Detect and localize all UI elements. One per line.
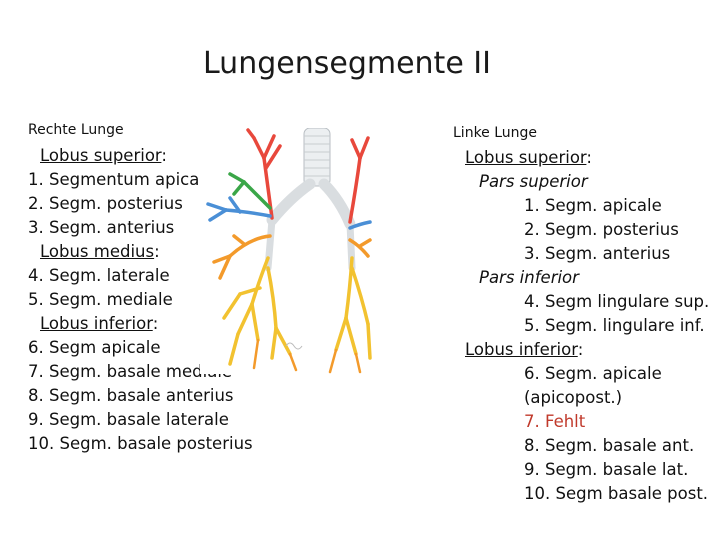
right-lung-list: Lobus superior: 1. Segmentum apicale 2. … [28,144,253,456]
right-item-2: 2. Segm. posterius [28,194,183,213]
left-lobus-superior: Lobus superior: [465,148,592,167]
left-pars-inferior: Pars inferior [479,268,579,287]
left-item-7: 7. Fehlt [524,412,586,431]
left-item-4: 4. Segm lingulare sup. [524,292,710,311]
left-item-8: 8. Segm. basale ant. [524,436,695,455]
slide-title: Lungensegmente II [203,46,492,81]
left-item-3: 3. Segm. anterius [524,244,671,263]
right-item-5: 5. Segm. mediale [28,290,173,309]
left-pars-superior: Pars superior [479,172,588,191]
right-lobus-superior: Lobus superior: [40,146,167,165]
left-item-6: 6. Segm. apicale [524,364,662,383]
left-lung-list: Lobus superior: Pars superior 1. Segm. a… [465,146,709,506]
left-lobus-inferior: Lobus inferior: [465,340,584,359]
left-item-10: 10. Segm basale post. [524,484,709,503]
right-item-7: 7. Segm. basale mediale [28,362,233,381]
left-item-1: 1. Segm. apicale [524,196,662,215]
left-item-2: 2. Segm. posterius [524,220,679,239]
right-item-9: 9. Segm. basale laterale [28,410,229,429]
right-item-3: 3. Segm. anterius [28,218,175,237]
right-lobus-medius: Lobus medius: [40,242,160,261]
right-item-4: 4. Segm. laterale [28,266,170,285]
right-lung-heading: Rechte Lunge [28,122,124,138]
bronchial-tree-illustration [200,128,372,374]
right-lobus-inferior: Lobus inferior: [40,314,159,333]
left-item-5: 5. Segm. lingulare inf. [524,316,705,335]
left-lung-heading: Linke Lunge [453,125,538,141]
right-item-1: 1. Segmentum apicale [28,170,215,189]
left-item-6-note: (apicopost.) [524,388,623,407]
right-item-10: 10. Segm. basale posterius [28,434,253,453]
left-item-9: 9. Segm. basale lat. [524,460,689,479]
right-item-6: 6. Segm apicale [28,338,161,357]
right-item-8: 8. Segm. basale anterius [28,386,234,405]
